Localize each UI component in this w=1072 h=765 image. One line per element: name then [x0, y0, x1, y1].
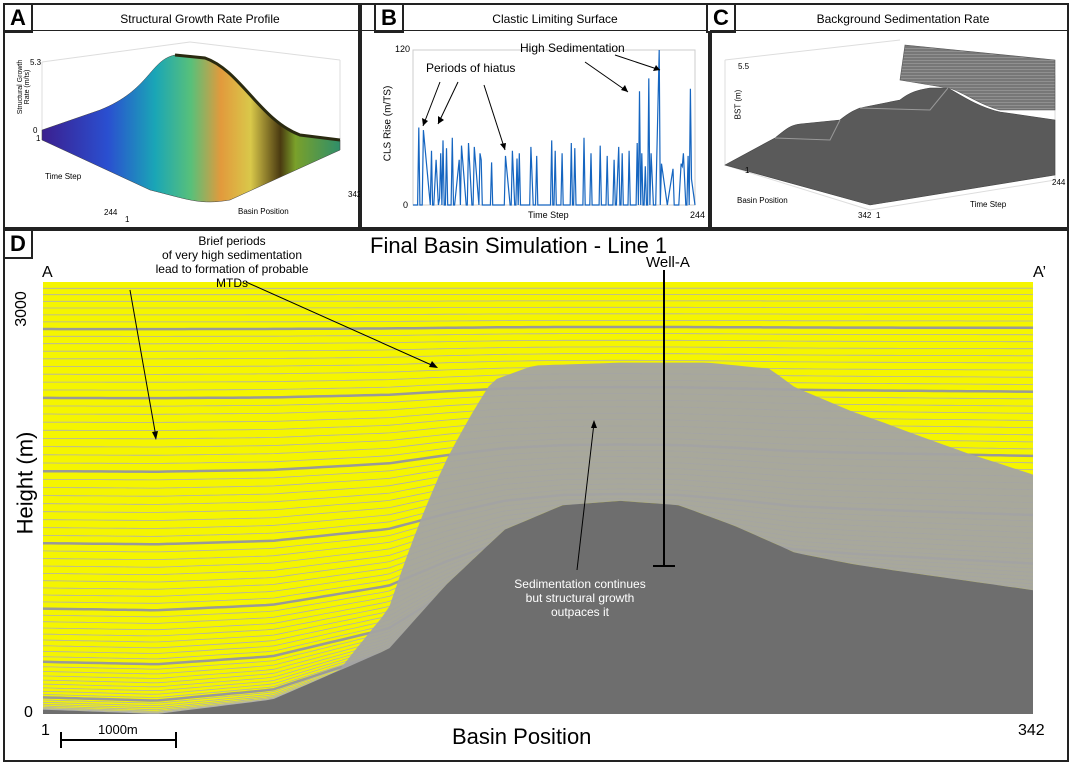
panel-d-ytick-bottom: 0 — [24, 704, 33, 721]
panel-c-title: Background Sedimentation Rate — [816, 12, 990, 26]
panel-a-ztick-one: 1 — [36, 134, 41, 143]
basin-section — [43, 282, 1033, 714]
panel-d-arrowheads — [152, 361, 597, 440]
sediment-layer-line — [43, 313, 1033, 316]
panel-a-title: Structural Growth Rate Profile — [120, 12, 280, 26]
panel-c-xtick-start: 342 — [858, 211, 872, 220]
panel-d-xtick-end: 342 — [1018, 722, 1045, 739]
scale-bar-label: 1000m — [98, 722, 138, 737]
panel-a-ylabel: Time Step — [45, 172, 82, 181]
panel-b-xlabel: Time Step — [528, 210, 569, 220]
panel-c-xtick-one: 1 — [876, 211, 881, 220]
panel-d-arrows — [129, 281, 595, 571]
annotation-mtd-line-3: lead to formation of probable — [155, 262, 309, 276]
sediment-layer-line — [43, 346, 1033, 352]
panel-b-ann-hiatus: Periods of hiatus — [426, 61, 516, 75]
panel-c-ylabel: Time Step — [970, 200, 1007, 209]
panel-d-tag: D — [3, 229, 33, 259]
panel-c-ztick-one: 1 — [745, 166, 750, 175]
panel-c-step-edges — [774, 87, 949, 141]
panel-a-ridge — [174, 53, 341, 142]
scale-bar — [60, 732, 177, 748]
panel-a-tag: A — [3, 3, 33, 33]
sediment-layer-line — [43, 339, 1033, 345]
annotation-growth-line-2: but structural growth — [525, 591, 635, 605]
panel-c-tag: C — [706, 3, 736, 33]
section-end-label: A’ — [1033, 264, 1047, 281]
panel-c-ytick-end: 244 — [1052, 178, 1066, 187]
panel-b-arrowheads — [422, 65, 660, 150]
panel-d-xlabel: Basin Position — [452, 724, 592, 749]
sediment-layer-line — [43, 320, 1033, 323]
panel-b-xtick-end: 244 — [690, 210, 706, 220]
panel-b-ytick-top: 120 — [395, 44, 411, 54]
panel-a-ytick-end: 244 — [104, 208, 118, 217]
panel-a-divider — [3, 30, 360, 31]
annotation-mtd: Brief periods of very high sedimentation… — [92, 234, 372, 290]
sediment-layer-line — [43, 306, 1033, 309]
annotation-mtd-line-1: Brief periods — [198, 234, 266, 248]
panel-c-surface-steps — [724, 87, 1056, 206]
annotation-growth: Sedimentation continues but structural g… — [505, 577, 655, 619]
well-a-label: Well-A — [646, 254, 690, 271]
panel-a-xtick-start: 1 — [125, 215, 130, 224]
panel-c-divider — [710, 30, 1069, 31]
panel-a-ztick-zero: 0 — [33, 126, 38, 135]
panel-b-divider — [360, 30, 710, 31]
panel-b-ann-high: High Sedimentation — [520, 41, 625, 55]
panel-a-xtick-end: 342 — [348, 190, 362, 199]
panel-a-ztick-top: 5.3 — [30, 58, 42, 67]
annotation-mtd-line-4: MTDs — [216, 276, 248, 290]
annotation-growth-line-1: Sedimentation continues — [514, 577, 646, 591]
panel-d-ytick-top: 3000 — [12, 291, 30, 327]
sediment-layer-line — [43, 325, 1033, 331]
annotation-growth-line-3: outpaces it — [550, 605, 610, 619]
panel-b-ytick-bottom: 0 — [403, 200, 409, 210]
panel-a-xlabel: Basin Position — [238, 207, 289, 216]
section-start-label: A — [42, 264, 53, 281]
basement-fill — [43, 500, 1033, 714]
panel-d-title: Final Basin Simulation - Line 1 — [370, 233, 668, 258]
panel-b-arrows — [422, 54, 661, 151]
panel-c-ztick-top: 5.5 — [738, 62, 750, 71]
sediment-layer-line — [43, 359, 1033, 367]
sediment-layer-line — [43, 333, 1033, 337]
panel-b-tag: B — [374, 3, 404, 33]
cls-series-line — [413, 49, 696, 206]
panel-c-xlabel: Basin Position — [737, 196, 788, 205]
annotation-mtd-line-2: of very high sedimentation — [161, 248, 303, 262]
gray-growth-unit — [43, 362, 1033, 714]
sediment-layer-line — [43, 353, 1033, 360]
panel-d-ylabel: Height (m) — [12, 431, 38, 535]
panel-b-title: Clastic Limiting Surface — [492, 12, 618, 26]
panel-d-xtick-start: 1 — [41, 722, 50, 739]
